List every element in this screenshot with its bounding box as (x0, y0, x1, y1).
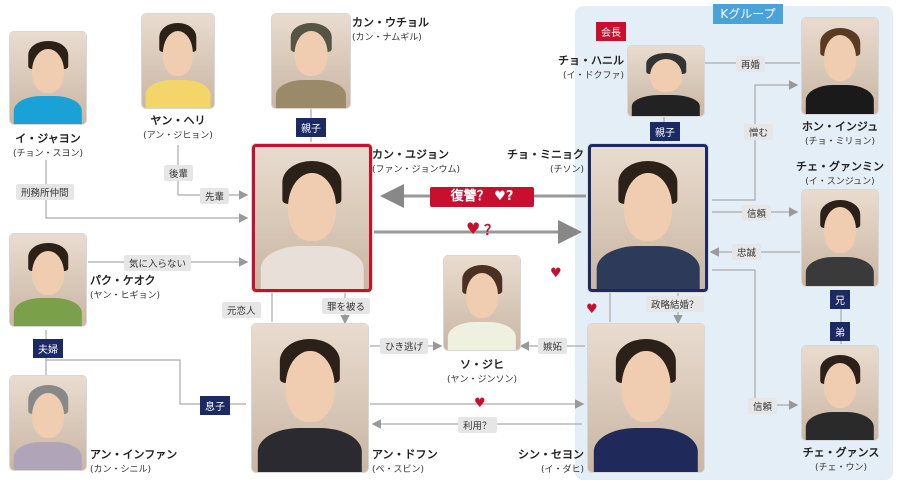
photo-cho-minhyok (588, 144, 708, 292)
heart-icon-jihi-minhyok: ♥ (550, 266, 562, 281)
name-che-gwansu: チェ・グァンス(チェ・ウン) (802, 446, 880, 473)
relation-prison: 刑務所仲間 (16, 184, 74, 200)
photo-che-gwansu (802, 346, 878, 440)
relation-son: 息子 (200, 396, 230, 415)
name-cho-minhyok: チョ・ミニョク(チソン) (507, 148, 584, 175)
relation-use: 利用？ (458, 417, 497, 433)
question-mark: ？ (484, 223, 498, 239)
relation-couple: 夫婦 (33, 339, 63, 358)
relation-dislike: 気に入らない (124, 255, 192, 271)
name-so-jihi: ソ・ジヒ(ヤン・ジンソン) (446, 358, 518, 385)
relation-oyako-top: 親子 (296, 118, 326, 137)
heart-icon-dofun-seyon: ♥ (474, 396, 486, 411)
name-shin-seyon: シン・セヨン(イ・ダヒ) (518, 448, 584, 475)
relation-hit-run: ひき逃げ (380, 338, 429, 354)
relation-trust-1: 信頼 (742, 205, 772, 221)
relation-kohai: 後輩 (164, 165, 194, 181)
name-kang-yujon: カン・ユジョン(ファン・ジョンウム) (372, 148, 461, 175)
photo-che-gwanmin (802, 190, 878, 286)
revenge-label: 復讐？ ♥? (430, 187, 534, 207)
relation-loyalty: 忠誠 (732, 244, 762, 260)
k-group-label: Kグループ (713, 4, 783, 24)
relation-hate: 憎む (744, 124, 774, 140)
name-hong-inju: ホン・インジュ(チョ・ミリョン) (801, 120, 879, 147)
photo-an-dofun (252, 324, 368, 472)
relation-older-brother: 兄 (830, 290, 850, 309)
heart-icon-seyon: ♥ (586, 302, 598, 317)
relation-take-blame: 罪を被る (322, 298, 371, 314)
heart-icon: ♥ (466, 219, 481, 238)
name-cho-hanil: チョ・ハニル(イ・ドクファ) (558, 54, 624, 81)
relation-senpai: 先輩 (200, 188, 230, 204)
relation-jealousy: 嫉妬 (538, 338, 568, 354)
name-kang-uchol: カン・ウチョル(カン・ナムギル) (352, 16, 429, 43)
name-lee-jayon: イ・ジャヨン(チョン・スヨン) (12, 132, 84, 159)
relation-younger-brother: 弟 (830, 322, 850, 341)
photo-kang-uchol (272, 14, 350, 108)
relation-trust-2: 信頼 (748, 398, 778, 414)
relation-political-marriage: 政略結婚？ (646, 296, 704, 312)
relation-remarriage: 再婚 (736, 56, 766, 72)
relation-oyako-right: 親子 (650, 122, 680, 141)
relation-ex-lover: 元恋人 (222, 302, 261, 318)
photo-shin-seyon (588, 324, 704, 472)
photo-so-jihi (444, 256, 520, 350)
photo-cho-hanil (628, 46, 704, 116)
photo-hong-inju (802, 18, 878, 114)
name-an-dofun: アン・ドフン(ペ・スビン) (372, 448, 438, 475)
photo-park-keok (10, 234, 86, 326)
name-che-gwanmin: チェ・グァンミン(イ・スンジュン) (796, 160, 884, 187)
photo-kang-yujon (252, 144, 372, 292)
name-an-infan: アン・インファン(カン・シニル) (90, 448, 178, 475)
photo-lee-jayon (10, 32, 86, 124)
name-park-keok: パク・ケオク(ヤン・ヒギョン) (90, 274, 161, 301)
name-yang-heri: ヤン・ヘリ(アン・ジヒョン) (143, 114, 213, 141)
photo-yang-heri (142, 14, 214, 108)
chairman-badge: 会長 (596, 22, 626, 41)
photo-an-infan (10, 376, 86, 470)
